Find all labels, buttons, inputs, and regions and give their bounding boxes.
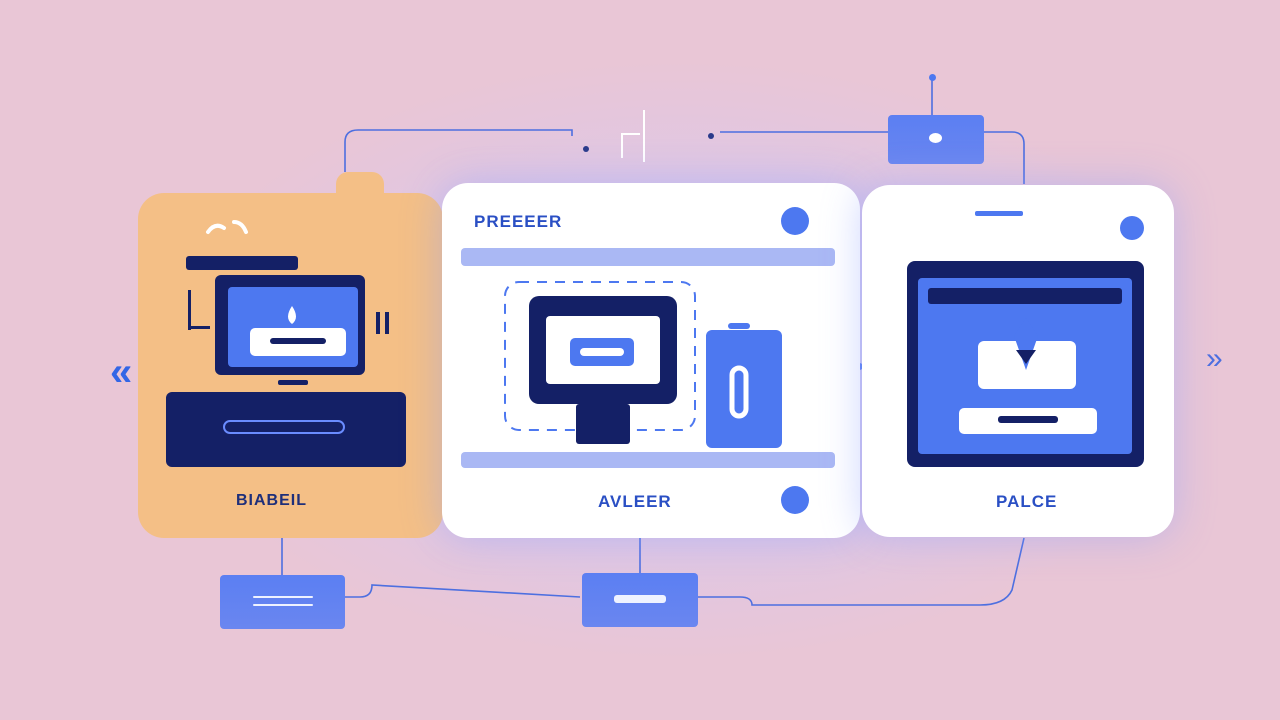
middle-panel-title: PREEEER — [474, 212, 563, 231]
connector-dot — [708, 133, 714, 139]
connector-dot — [929, 74, 936, 81]
bottom-node-left[interactable] — [220, 575, 345, 629]
node-line — [253, 604, 313, 606]
bottom-node-middle[interactable] — [582, 573, 698, 627]
node-line — [253, 596, 313, 598]
right-panel-label: PALCE — [996, 492, 1058, 511]
node-line — [614, 595, 666, 603]
connector-dot — [583, 146, 589, 152]
middle-panel-caption: AVLEER — [598, 492, 672, 511]
left-chevron-icon[interactable]: « — [110, 350, 133, 394]
top-node[interactable] — [888, 115, 984, 164]
right-chevron-icon[interactable]: » — [1206, 342, 1223, 375]
top-node-dot — [929, 133, 942, 143]
left-panel-label: BIABEIL — [236, 492, 307, 509]
